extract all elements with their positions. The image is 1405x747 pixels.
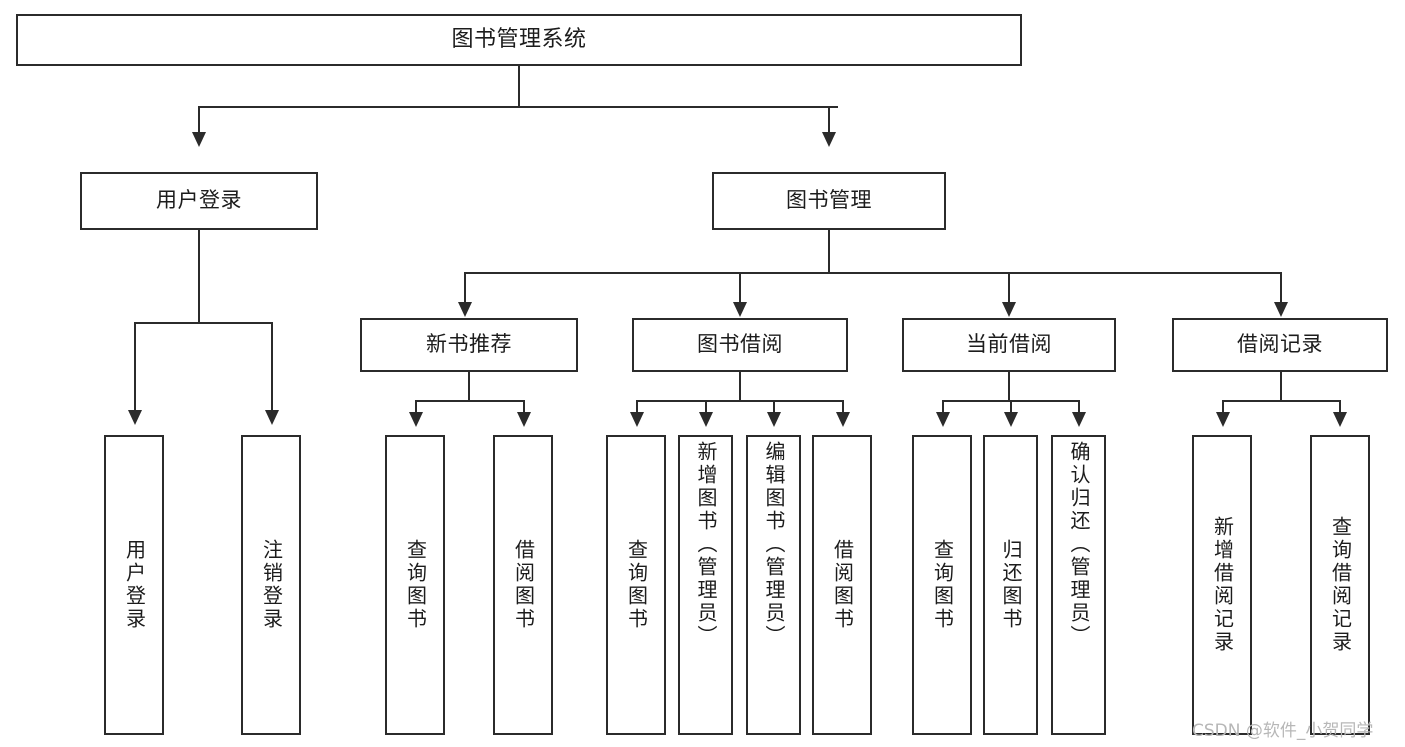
node-root-book-management-system[interactable]: 图书管理系统: [16, 14, 1022, 66]
arrow-icon-br-leaf-1: [1216, 412, 1230, 427]
leaf-bb-query-book[interactable]: 查询图书: [606, 435, 666, 735]
connector-book-management-stem: [828, 230, 830, 272]
arrow-icon-cb-leaf-3: [1072, 412, 1086, 427]
node-current-borrow[interactable]: 当前借阅: [902, 318, 1116, 372]
watermark-text: CSDN @软件_小贺同学: [1192, 721, 1374, 741]
leaf-label: 用户登录: [122, 539, 147, 631]
connector-root-drop-1: [198, 106, 200, 136]
connector-bb-drop-4: [842, 400, 844, 416]
connector-br-bus: [1222, 400, 1340, 402]
connector-user-login-drop-2: [271, 322, 273, 414]
leaf-label: 查询借阅记录: [1328, 516, 1353, 654]
connector-bm-drop-3: [1008, 272, 1010, 308]
leaf-logout[interactable]: 注销登录: [241, 435, 301, 735]
arrow-icon-nbr-leaf-2: [517, 412, 531, 427]
connector-book-management-bus: [464, 272, 1282, 274]
leaf-bb-add-book-admin[interactable]: 新增图书（管理员）: [678, 435, 733, 735]
leaf-nbr-query-book[interactable]: 查询图书: [385, 435, 445, 735]
arrow-icon-user-login-leaf-1: [128, 410, 142, 425]
leaf-label: 注销登录: [259, 539, 284, 631]
node-user-login[interactable]: 用户登录: [80, 172, 318, 230]
leaf-nbr-borrow-book[interactable]: 借阅图书: [493, 435, 553, 735]
connector-cb-drop-2: [1010, 400, 1012, 416]
connector-root-drop-2: [828, 106, 830, 136]
connector-bm-drop-2: [739, 272, 741, 308]
leaf-label: 归还图书: [999, 539, 1023, 631]
connector-nbr-bus: [415, 400, 525, 402]
connector-nbr-stem: [468, 372, 470, 400]
connector-cb-stem: [1008, 372, 1010, 400]
leaf-bb-edit-book-admin[interactable]: 编辑图书（管理员）: [746, 435, 801, 735]
arrow-icon-bb-leaf-4: [836, 412, 850, 427]
arrow-icon-to-book-borrow: [733, 302, 747, 317]
arrow-icon-cb-leaf-2: [1004, 412, 1018, 427]
connector-br-drop-2: [1339, 400, 1341, 416]
node-book-management[interactable]: 图书管理: [712, 172, 946, 230]
leaf-bb-borrow-book[interactable]: 借阅图书: [812, 435, 872, 735]
node-label: 图书借阅: [697, 332, 783, 357]
leaf-br-query-record[interactable]: 查询借阅记录: [1310, 435, 1370, 735]
arrow-icon-bb-leaf-2: [699, 412, 713, 427]
connector-nbr-drop-1: [415, 400, 417, 416]
connector-cb-drop-1: [942, 400, 944, 416]
node-borrow-record[interactable]: 借阅记录: [1172, 318, 1388, 372]
node-new-book-recommend[interactable]: 新书推荐: [360, 318, 578, 372]
leaf-label: 编辑图书（管理员）: [762, 441, 786, 648]
connector-bb-stem: [739, 372, 741, 400]
leaf-label: 借阅图书: [511, 539, 536, 631]
leaf-cb-return-book[interactable]: 归还图书: [983, 435, 1038, 735]
connector-root-stem: [518, 66, 520, 106]
connector-nbr-drop-2: [523, 400, 525, 416]
arrow-icon-to-current-borrow: [1002, 302, 1016, 317]
arrow-icon-to-new-book-recommend: [458, 302, 472, 317]
arrow-icon-nbr-leaf-1: [409, 412, 423, 427]
arrow-icon-bb-leaf-3: [767, 412, 781, 427]
leaf-label: 新增图书（管理员）: [694, 441, 718, 648]
node-label: 用户登录: [156, 188, 242, 213]
connector-bb-drop-2: [705, 400, 707, 416]
connector-bb-drop-3: [773, 400, 775, 416]
node-label: 图书管理系统: [451, 26, 587, 52]
leaf-br-add-record[interactable]: 新增借阅记录: [1192, 435, 1252, 735]
arrow-icon-br-leaf-2: [1333, 412, 1347, 427]
leaf-label: 确认归还（管理员）: [1067, 441, 1091, 648]
connector-root-bus: [198, 106, 838, 108]
connector-user-login-bus: [134, 322, 272, 324]
connector-user-login-stem: [198, 230, 200, 322]
connector-bm-drop-4: [1280, 272, 1282, 308]
connector-bb-bus: [636, 400, 844, 402]
node-label: 图书管理: [786, 188, 872, 213]
arrow-icon-user-login-leaf-2: [265, 410, 279, 425]
arrow-icon-bb-leaf-1: [630, 412, 644, 427]
leaf-label: 查询图书: [403, 539, 428, 631]
arrow-icon-cb-leaf-1: [936, 412, 950, 427]
leaf-label: 查询图书: [930, 539, 955, 631]
connector-cb-drop-3: [1078, 400, 1080, 416]
leaf-cb-confirm-return-admin[interactable]: 确认归还（管理员）: [1051, 435, 1106, 735]
arrow-icon-to-user-login: [192, 132, 206, 147]
node-label: 新书推荐: [426, 332, 512, 357]
connector-br-stem: [1280, 372, 1282, 400]
connector-bb-drop-1: [636, 400, 638, 416]
leaf-cb-query-book[interactable]: 查询图书: [912, 435, 972, 735]
node-label: 当前借阅: [966, 332, 1052, 357]
connector-user-login-drop-1: [134, 322, 136, 414]
arrow-icon-to-book-management: [822, 132, 836, 147]
connector-bm-drop-1: [464, 272, 466, 308]
leaf-label: 新增借阅记录: [1210, 516, 1235, 654]
node-label: 借阅记录: [1237, 332, 1323, 357]
node-book-borrow[interactable]: 图书借阅: [632, 318, 848, 372]
leaf-user-login[interactable]: 用户登录: [104, 435, 164, 735]
arrow-icon-to-borrow-record: [1274, 302, 1288, 317]
leaf-label: 借阅图书: [830, 539, 855, 631]
leaf-label: 查询图书: [624, 539, 649, 631]
connector-br-drop-1: [1222, 400, 1224, 416]
